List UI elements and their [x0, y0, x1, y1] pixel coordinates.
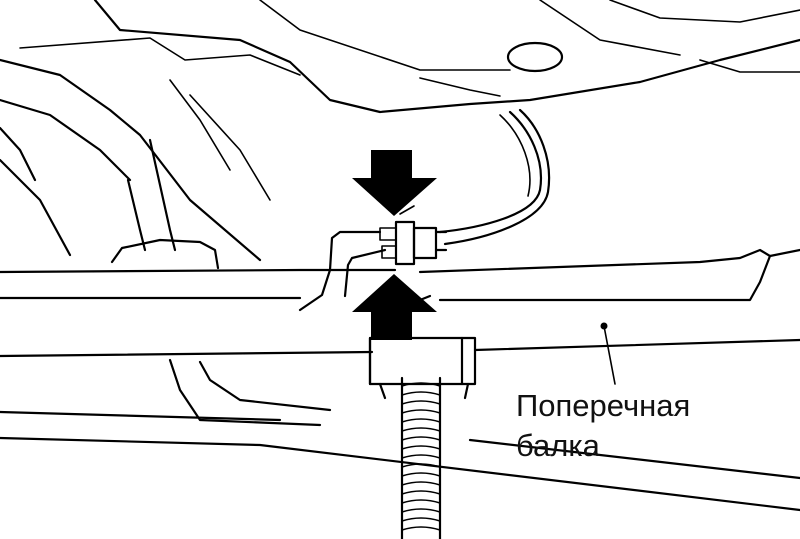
crossmember	[0, 248, 800, 358]
jack-screw	[400, 376, 442, 539]
left-suspension	[0, 58, 271, 270]
screw-thread	[401, 445, 441, 450]
screw-thread	[401, 481, 441, 486]
brake-line-fitting	[379, 205, 448, 266]
jack-saddle	[368, 336, 477, 400]
screw-thread	[401, 427, 441, 432]
screw-thread	[401, 472, 441, 477]
screw-thread	[401, 382, 441, 387]
lower-frame	[0, 358, 800, 512]
callout-leader	[600, 322, 616, 385]
screw-thread	[401, 400, 441, 405]
screw-thread	[401, 454, 441, 459]
oil-pan	[19, 0, 800, 114]
screw-thread	[401, 391, 441, 396]
crossmember-callout: Поперечная балка	[516, 386, 690, 466]
brake-lines	[298, 108, 551, 312]
screw-thread	[401, 508, 441, 513]
screw-thread	[401, 418, 441, 423]
screw-thread	[401, 409, 441, 414]
arrow-down-icon	[352, 150, 437, 216]
screw-thread	[401, 517, 441, 522]
callout-line-2: балка	[516, 428, 600, 463]
callout-line-1: Поперечная	[516, 388, 691, 423]
arrow-up-icon	[352, 274, 437, 340]
screw-thread	[401, 490, 441, 495]
screw-thread	[401, 526, 441, 531]
screw-thread	[401, 499, 441, 504]
screw-thread	[401, 436, 441, 441]
